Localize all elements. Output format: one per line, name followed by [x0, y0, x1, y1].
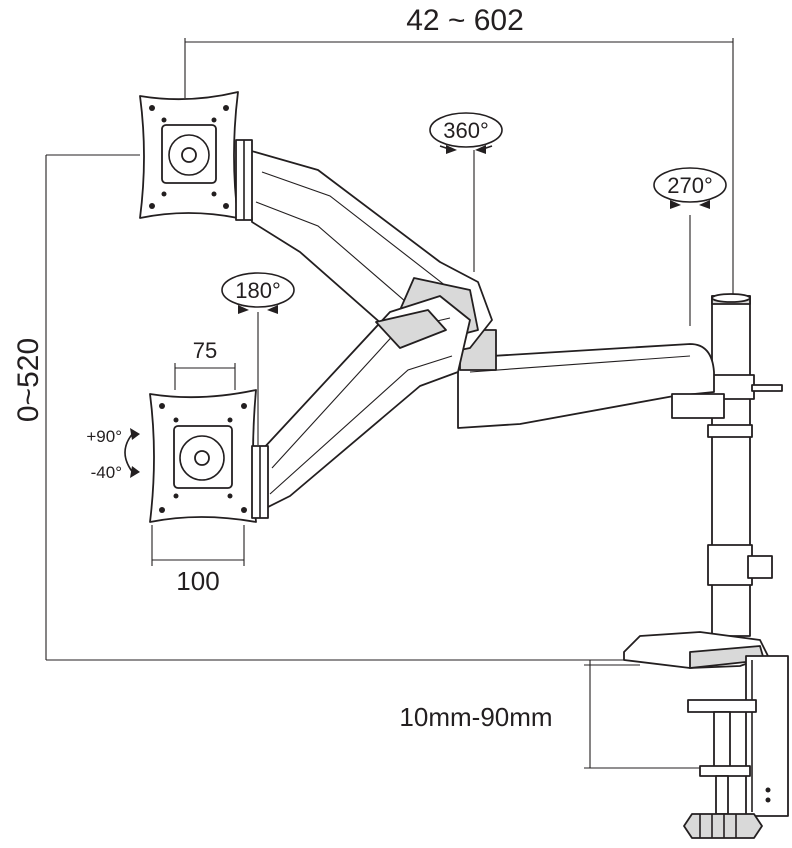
lower-vesa-plate	[149, 389, 269, 523]
reach-dimension: 42 ~ 602	[184, 4, 734, 296]
arm-rotation-badge: 360°	[429, 112, 503, 272]
desk-clamp	[623, 631, 789, 839]
clamp-dimension: 10mm-90mm	[399, 660, 700, 769]
reach-label: 42 ~ 602	[406, 4, 524, 37]
vesa-100-dimension: 100	[151, 525, 245, 596]
height-label: 0~520	[12, 338, 45, 422]
tilt-indicator: +90° -40°	[86, 427, 140, 482]
base-arm	[457, 329, 725, 429]
monitor-rotation-label: 180°	[235, 278, 281, 303]
monitor-rotation-badge: 180°	[221, 272, 295, 445]
tilt-down-label: -40°	[91, 463, 122, 482]
pole-rotation-badge: 270°	[653, 167, 727, 326]
vesa-75-label: 75	[193, 338, 217, 363]
height-dimension: 0~520	[12, 154, 628, 661]
arm-rotation-label: 360°	[443, 118, 489, 143]
vesa-100-label: 100	[176, 566, 219, 596]
upper-vesa-plate	[139, 91, 253, 221]
pole	[707, 293, 783, 637]
lower-arm	[261, 295, 471, 511]
pole-rotation-label: 270°	[667, 173, 713, 198]
tilt-up-label: +90°	[86, 427, 122, 446]
vesa-75-dimension: 75	[174, 338, 236, 390]
clamp-label: 10mm-90mm	[399, 702, 552, 732]
